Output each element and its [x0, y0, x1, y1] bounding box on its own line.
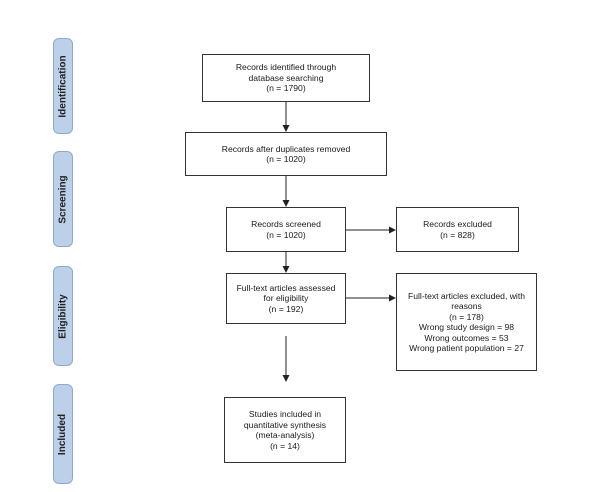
box-text: Wrong study design = 98	[418, 322, 515, 332]
box-fulltext-assessed: Full-text articles assessed for eligibil…	[226, 273, 346, 324]
stage-eligibility-label: Eligibility	[57, 293, 69, 339]
box-text: Studies included in	[248, 409, 322, 419]
box-text: for eligibility	[263, 293, 309, 304]
box-records-excluded: Records excluded (n = 828)	[396, 207, 519, 252]
box-text: Records excluded	[423, 219, 492, 229]
box-text: (meta-analysis)	[255, 430, 315, 440]
box-text: Records screened	[251, 219, 321, 229]
stage-screening-label: Screening	[57, 174, 69, 224]
box-text: quantitative synthesis	[243, 419, 327, 430]
box-text: (n = 178)	[449, 311, 484, 322]
box-text: (n = 1020)	[266, 229, 306, 240]
box-records-identified: Records identified through database sear…	[202, 54, 370, 102]
box-text: Records identified through	[235, 62, 337, 73]
box-text: Wrong outcomes = 53	[424, 332, 509, 343]
box-text: Full-text articles excluded, with	[407, 290, 525, 301]
box-text: reasons	[451, 301, 482, 311]
stage-included-label: Included	[57, 413, 69, 455]
box-text: (n = 14)	[270, 440, 300, 451]
stage-identification: Identification	[53, 38, 73, 134]
box-records-screened: Records screened (n = 1020)	[226, 207, 346, 252]
stage-included: Included	[53, 384, 73, 484]
box-text: Full-text articles assessed	[236, 282, 336, 293]
stage-screening: Screening	[53, 151, 73, 247]
box-fulltext-excluded: Full-text articles excluded, with reason…	[396, 273, 537, 371]
stage-identification-label: Identification	[57, 54, 69, 118]
box-records-deduplicated: Records after duplicates removed (n = 10…	[185, 132, 387, 176]
box-text: Wrong patient population = 27	[409, 343, 524, 353]
box-text: database searching	[248, 72, 324, 83]
box-text: (n = 828)	[440, 229, 475, 240]
stage-eligibility: Eligibility	[53, 266, 73, 366]
box-text: (n = 1790)	[266, 83, 306, 94]
box-text: (n = 192)	[268, 303, 304, 314]
box-studies-included: Studies included in quantitative synthes…	[224, 397, 346, 463]
box-text: (n = 1020)	[266, 154, 306, 164]
box-text: Records after duplicates removed	[221, 143, 351, 154]
